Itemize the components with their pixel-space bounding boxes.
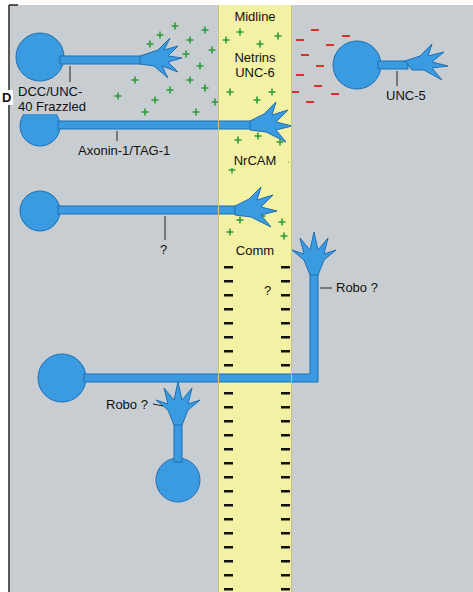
axon xyxy=(58,121,253,129)
panel-bracket xyxy=(9,4,18,6)
panel-letter: D xyxy=(0,90,13,105)
neurons xyxy=(16,33,448,502)
receptor-label: UNC-5 xyxy=(384,88,428,103)
growth-cone xyxy=(235,187,277,227)
unknown-receptor-label: ? xyxy=(158,242,169,257)
repellent-mark xyxy=(281,490,290,493)
repellent-mark xyxy=(224,350,233,353)
repellent-mark xyxy=(281,574,290,577)
repellent-mark xyxy=(224,308,233,311)
repellent-mark xyxy=(281,588,290,591)
leader-line xyxy=(153,404,163,406)
leader-line xyxy=(165,216,166,240)
growth-cone xyxy=(292,232,336,275)
repellent-mark xyxy=(224,448,233,451)
repellent-mark xyxy=(224,420,233,423)
repellent-mark xyxy=(224,560,233,563)
panel-ground xyxy=(10,5,473,592)
repellent-mark xyxy=(224,294,233,297)
growth-cone xyxy=(250,102,292,142)
repellent-mark xyxy=(281,406,290,409)
neuron-soma xyxy=(20,191,60,231)
repellent-mark xyxy=(281,532,290,535)
repellent-mark xyxy=(224,434,233,437)
repellent-mark xyxy=(224,504,233,507)
repellent-mark xyxy=(281,434,290,437)
repellent-mark xyxy=(281,392,290,395)
repellent-mark xyxy=(224,336,233,339)
midline-band: Midline xyxy=(218,5,292,592)
axon xyxy=(378,61,408,69)
receptor-label: Robo ? xyxy=(104,397,150,412)
neuron-soma xyxy=(38,354,86,402)
repellent-mark xyxy=(224,266,233,269)
repellent-mark xyxy=(281,336,290,339)
repellent-mark xyxy=(281,504,290,507)
neuron-soma xyxy=(333,41,381,89)
repellent-mark xyxy=(224,280,233,283)
repellent-mark xyxy=(281,294,290,297)
repellent-mark xyxy=(281,420,290,423)
axon xyxy=(174,422,182,462)
leader-lines xyxy=(70,66,397,406)
repellent-mark xyxy=(281,560,290,563)
repellent-mark xyxy=(224,532,233,535)
repellent-mark xyxy=(281,280,290,283)
repellent-mark xyxy=(281,266,290,269)
receptor-label: Robo ? xyxy=(334,280,380,295)
axon xyxy=(58,206,238,214)
repellent-mark xyxy=(224,406,233,409)
repellent-mark xyxy=(281,462,290,465)
leader-line xyxy=(70,66,71,82)
leader-line xyxy=(397,71,398,86)
repellent-mark xyxy=(281,518,290,521)
repellent-mark xyxy=(281,448,290,451)
growth-cone xyxy=(156,382,200,425)
repellent-mark xyxy=(224,546,233,549)
cue-label: Comm xyxy=(222,243,288,258)
repellent-mark xyxy=(281,308,290,311)
repellent-mark xyxy=(224,476,233,479)
repellent-mark xyxy=(224,518,233,521)
repellent-mark xyxy=(224,588,233,591)
neuron-soma xyxy=(16,33,64,81)
repellent-mark xyxy=(224,392,233,395)
band-title: Midline xyxy=(219,9,291,24)
axon xyxy=(60,56,145,64)
repellent-mark xyxy=(224,490,233,493)
cue-label: Netrins UNC-6 xyxy=(220,50,290,80)
repellent-mark xyxy=(224,574,233,577)
receptor-label: Axonin-1/TAG-1 xyxy=(76,143,172,158)
repellent-mark xyxy=(224,364,233,367)
midline-repellent-marks xyxy=(224,266,290,591)
repellent-mark xyxy=(224,322,233,325)
repellent-mark xyxy=(281,476,290,479)
leader-line xyxy=(320,288,332,289)
repellent-mark xyxy=(281,546,290,549)
repellent-mark xyxy=(281,350,290,353)
unknown-cue-label: ? xyxy=(262,283,273,298)
neuron-soma xyxy=(156,458,200,502)
leader-line xyxy=(117,131,118,141)
repellent-mark xyxy=(281,322,290,325)
growth-cone xyxy=(405,44,448,80)
receptor-label: DCC/UNC-40 Frazzled xyxy=(16,84,96,114)
repellent-mark xyxy=(281,364,290,367)
repellent-mark xyxy=(224,462,233,465)
growth-cone xyxy=(140,38,182,78)
cue-label: NrCAM xyxy=(222,153,288,168)
axon xyxy=(84,272,318,382)
midline-band xyxy=(218,5,292,592)
